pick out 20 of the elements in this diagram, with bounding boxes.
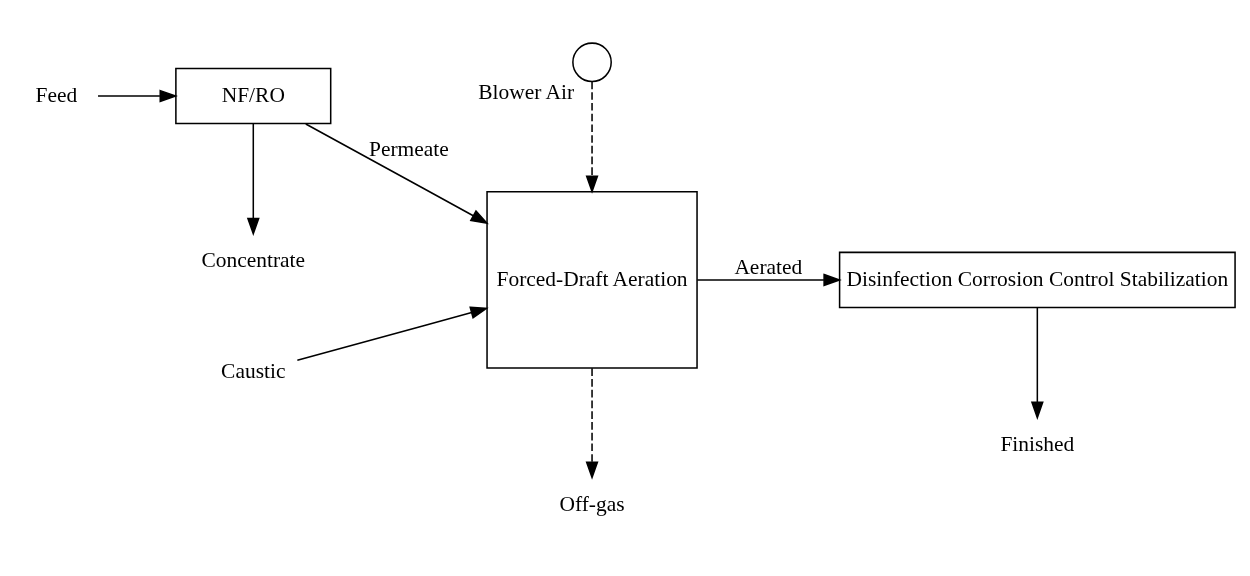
node-box: Disinfection Corrosion Control Stabilization (838, 251, 1236, 309)
edge-label: Aerated (734, 255, 803, 280)
node-box: NF/RO (175, 67, 332, 125)
arrow (696, 273, 842, 287)
edge-label: Permeate (368, 137, 449, 162)
arrow (585, 367, 599, 480)
arrow (585, 80, 599, 194)
arrow (1030, 307, 1044, 420)
node-box: Forced-Draft Aeration (486, 191, 698, 369)
arrow (246, 123, 260, 237)
node-label: Blower Air (478, 79, 575, 104)
node-text: Off-gas (559, 491, 625, 516)
node-text: Concentrate (201, 248, 306, 273)
node-text: Finished (1000, 432, 1075, 457)
node-text: Caustic (221, 358, 286, 383)
arrow (296, 306, 489, 362)
node-circle (572, 42, 612, 83)
arrow (305, 123, 489, 225)
node-text: Feed (35, 82, 78, 107)
arrow (97, 89, 178, 103)
